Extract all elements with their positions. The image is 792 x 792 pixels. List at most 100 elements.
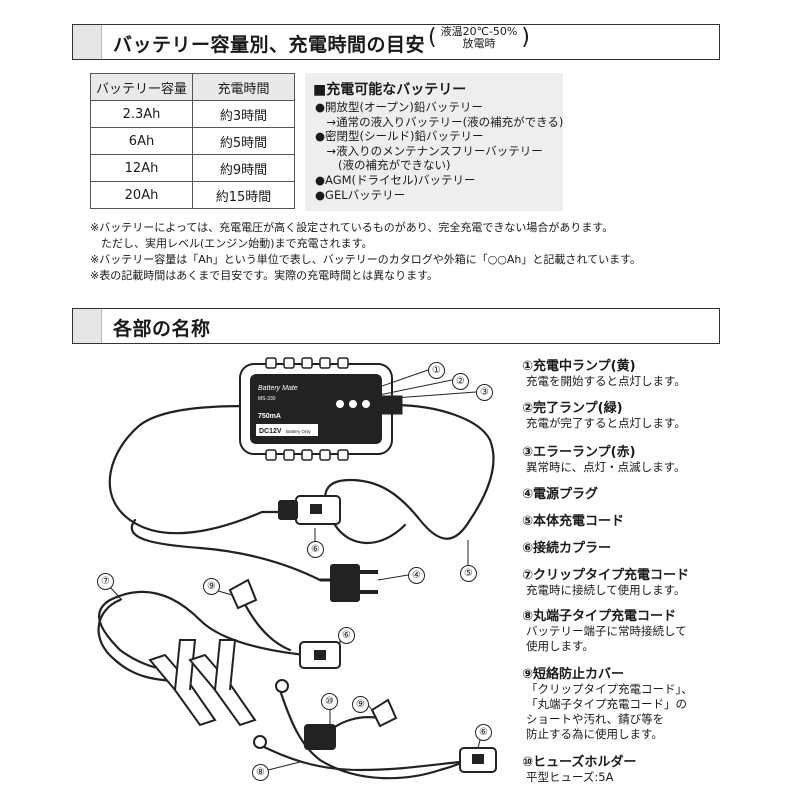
part-number: ② <box>522 401 534 416</box>
cords <box>97 403 495 780</box>
part-item: ④電源プラグ <box>522 483 598 502</box>
part-name: 充電中ランプ(黄) <box>533 359 636 374</box>
condition-note-line2: 放電時 <box>462 37 496 50</box>
part-name: 本体充電コード <box>533 514 625 529</box>
table-header-time: 充電時間 <box>192 73 295 101</box>
part-number: ⑨ <box>522 667 534 682</box>
callout-10: ⑩ <box>321 693 338 710</box>
battery-line: →液入りのメンテナンスフリーバッテリー <box>315 143 543 158</box>
table-cell-capacity: 20Ah <box>90 181 193 209</box>
charger-fins-top <box>265 357 349 369</box>
part-item: ⑩ヒューズホルダー 平型ヒューズ:5A <box>522 751 636 785</box>
part-desc: 「クリップタイプ充電コード」、 <box>526 682 693 696</box>
part-desc: 充電が完了すると点灯します。 <box>526 416 686 430</box>
table-cell-time: 約15時間 <box>192 181 295 209</box>
lamp-leaders <box>341 369 477 401</box>
main-cord-upper <box>108 404 264 535</box>
callout-9: ⑨ <box>203 578 220 595</box>
section-title-parts: 各部の名称 <box>113 318 211 340</box>
section-title-charge-time: バッテリー容量別、充電時間の目安 <box>113 34 426 56</box>
note-line: ただし、実用レベル(エンジン始動)まで充電されます。 <box>90 237 373 250</box>
charger-fins-bottom <box>265 449 349 461</box>
model-label: MS-330 <box>258 396 276 402</box>
part-number: ⑩ <box>522 755 534 770</box>
callout-6: ⑥ <box>307 541 324 558</box>
part-desc: 使用します。 <box>526 639 594 653</box>
part-number: ⑤ <box>522 514 534 529</box>
callout-8: ⑧ <box>252 764 269 781</box>
part-item: ⑥接続カプラー <box>522 537 611 556</box>
part-number: ⑥ <box>522 541 534 556</box>
note-line: ※バッテリー容量は「Ah」という単位で表し、バッテリーのカタログや外箱に「○○A… <box>90 253 641 266</box>
condition-note-line1: 液温20℃-50% <box>440 25 518 38</box>
header-accent <box>73 25 102 59</box>
part-name: 完了ランプ(緑) <box>533 401 623 416</box>
coupler-icon <box>278 495 341 525</box>
part-number: ⑧ <box>522 609 534 624</box>
cord-strain-right <box>379 395 403 415</box>
callout-9: ⑨ <box>352 696 369 713</box>
lamp-charging-icon <box>336 400 344 408</box>
lamp-complete-icon <box>349 400 357 408</box>
header-accent <box>73 309 102 343</box>
compatible-batteries-list: ●開放型(オープン)鉛バッテリー →通常の液入りバッテリー(液の補充ができる) … <box>315 100 563 202</box>
callout-5: ⑤ <box>460 565 477 582</box>
part-item: ⑦クリップタイプ充電コード 充電時に接続して使用します。 <box>522 564 689 598</box>
part-name: 接続カプラー <box>533 541 612 556</box>
table-row: 2.3Ah 約3時間 <box>90 100 295 128</box>
clip-coupler-icon <box>299 641 341 669</box>
parts-diagram: Battery Mate MS-330 750mA DC12V Battery … <box>97 357 497 780</box>
table-row: 6Ah 約5時間 <box>90 127 295 155</box>
part-name: クリップタイプ充電コード <box>533 568 690 583</box>
table-cell-capacity: 6Ah <box>90 127 193 155</box>
compatible-batteries-title: ■充電可能なバッテリー <box>313 82 467 98</box>
notes: ※バッテリーによっては、充電電圧が高く設定されているものがあり、完全充電できない… <box>90 220 641 284</box>
condition-note: ( 液温20℃-50% 放電時 ) <box>428 25 530 50</box>
section-header-parts <box>72 308 720 344</box>
part-number: ③ <box>522 445 534 460</box>
note-line: ※表の記載時間はあくまで目安です。実際の充電時間とは異なります。 <box>90 269 439 282</box>
lamp-error-icon <box>362 400 370 408</box>
battery-line: ●GELバッテリー <box>315 187 406 202</box>
part-name: ヒューズホルダー <box>533 755 637 770</box>
short-cover-icon <box>228 578 258 610</box>
alligator-clip-icon <box>188 639 257 727</box>
callout-leaders <box>107 528 481 771</box>
power-plug-icon <box>320 564 378 602</box>
callout-2: ② <box>452 373 469 390</box>
table-row: 12Ah 約9時間 <box>90 154 295 182</box>
part-name: 短絡防止カバー <box>533 667 625 682</box>
part-item: ⑤本体充電コード <box>522 510 624 529</box>
main-cord-lower <box>130 518 322 582</box>
cord-strain-left <box>253 395 281 415</box>
clip-cord-2 <box>97 598 187 684</box>
part-desc: 充電を開始すると点灯します。 <box>526 374 686 388</box>
part-item: ①充電中ランプ(黄) 充電を開始すると点灯します。 <box>522 355 686 389</box>
table-cell-time: 約5時間 <box>192 127 295 155</box>
ring-terminal-icon <box>253 679 289 749</box>
section-header-charge-time <box>72 24 720 60</box>
part-item: ⑨短絡防止カバー 「クリップタイプ充電コード」、 「丸端子タイプ充電コード」の … <box>522 663 693 742</box>
part-number: ⑦ <box>522 568 534 583</box>
brand-label: Battery Mate <box>258 385 298 392</box>
ring-cord-2 <box>258 743 462 772</box>
capacity-table: バッテリー容量 充電時間 2.3Ah 約3時間 6Ah 約5時間 12Ah 約9… <box>90 73 295 209</box>
table-cell-capacity: 2.3Ah <box>90 100 193 128</box>
battery-line: ●AGM(ドライセル)バッテリー <box>315 172 476 187</box>
part-item: ③エラーランプ(赤) 異常時に、点灯・点滅します。 <box>522 441 686 475</box>
part-item: ②完了ランプ(緑) 充電が完了すると点灯します。 <box>522 397 686 431</box>
part-number: ④ <box>522 487 534 502</box>
ring-cord <box>278 688 472 780</box>
callout-6: ⑥ <box>475 724 492 741</box>
battery-only-label: Battery Only <box>286 429 312 434</box>
table-cell-time: 約3時間 <box>192 100 295 128</box>
voltage-label: DC12V <box>259 428 282 435</box>
part-desc: ショートや汚れ、錆び等を <box>526 712 665 726</box>
compatible-batteries-box: ■充電可能なバッテリー ●開放型(オープン)鉛バッテリー →通常の液入りバッテリ… <box>305 73 563 211</box>
ring-coupler-icon <box>459 747 497 773</box>
part-item: ⑧丸端子タイプ充電コード バッテリー端子に常時接続して 使用します。 <box>522 605 687 654</box>
table-row: 20Ah 約15時間 <box>90 181 295 209</box>
battery-line: ●密閉型(シールド)鉛バッテリー <box>315 129 484 144</box>
part-desc: 異常時に、点灯・点滅します。 <box>526 460 686 474</box>
part-name: エラーランプ(赤) <box>533 445 636 460</box>
